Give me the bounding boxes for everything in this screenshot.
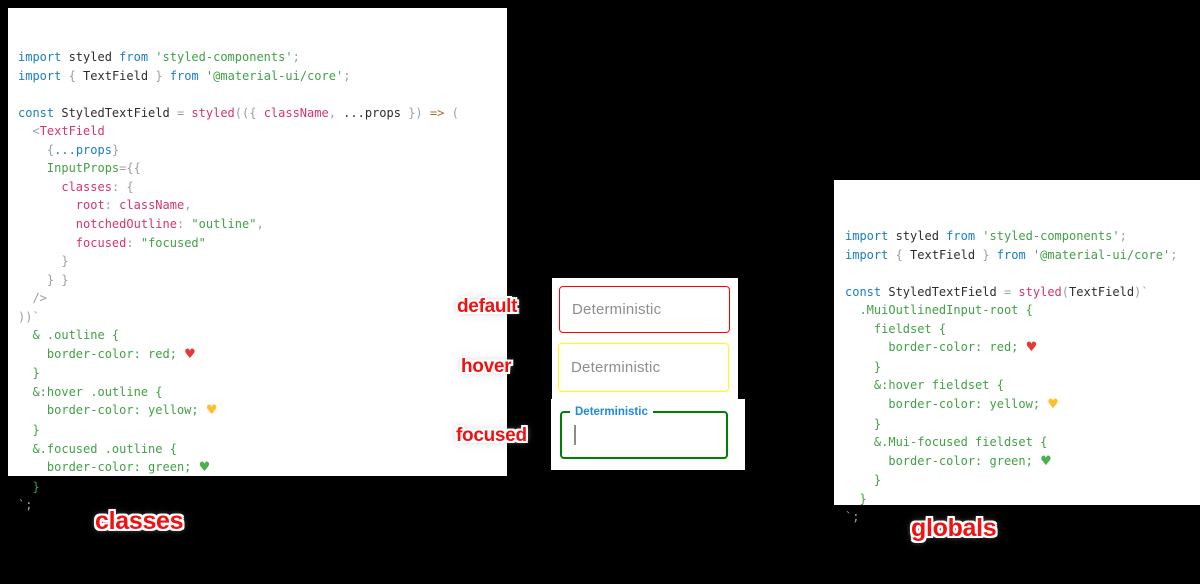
state-label-hover: hover xyxy=(461,356,512,377)
code-line: } xyxy=(18,423,40,438)
code-line: `; xyxy=(845,510,860,525)
code-line: &:hover .outline { xyxy=(18,384,163,399)
code-line: border-color: green; ♥ xyxy=(18,460,211,476)
globals-code-panel: import styled from 'styled-components'; i… xyxy=(834,180,1200,524)
classes-code: import styled from 'styled-components'; i… xyxy=(18,48,507,515)
code-line: focused: "focused" xyxy=(75,235,206,250)
code-line: &.focused .outline { xyxy=(18,441,177,456)
code-line: .MuiOutlinedInput-root { xyxy=(845,303,1033,318)
code-line: fieldset { xyxy=(845,321,947,336)
placeholder-text: Deterministic xyxy=(572,301,662,318)
code-line: import styled from 'styled-components'; xyxy=(845,229,1127,244)
code-line: InputProps={{ xyxy=(46,161,141,176)
textfield-hover[interactable]: Deterministic xyxy=(558,343,729,392)
code-line: border-color: red; ♥ xyxy=(845,340,1038,356)
floating-label: Deterministic xyxy=(570,405,653,419)
code-line: /> xyxy=(18,291,47,306)
code-line: notchedOutline: "outline", xyxy=(75,217,264,232)
code-line: } xyxy=(845,416,882,431)
code-line: } xyxy=(18,366,40,381)
state-label-focused: focused xyxy=(456,425,527,446)
code-line: root: className, xyxy=(75,198,192,213)
code-line: } xyxy=(18,254,69,269)
code-line: border-color: green; ♥ xyxy=(845,453,1052,469)
code-line: const StyledTextField = styled(TextField… xyxy=(845,284,1149,299)
state-label-default: default xyxy=(457,296,518,317)
code-line: border-color: red; ♥ xyxy=(18,346,196,362)
code-line: const StyledTextField = styled(({ classN… xyxy=(18,105,459,120)
classes-code-panel: import styled from 'styled-components'; i… xyxy=(8,8,507,512)
code-line xyxy=(845,264,1200,283)
code-line: import { TextField } from '@material-ui/… xyxy=(845,247,1178,262)
code-line: import { TextField } from '@material-ui/… xyxy=(18,68,351,83)
placeholder-text: Deterministic xyxy=(571,359,661,376)
code-line: &.Mui-focused fieldset { xyxy=(845,435,1048,450)
code-line: } xyxy=(845,491,867,506)
code-line: & .outline { xyxy=(18,328,120,343)
code-line: <TextField xyxy=(32,124,105,139)
code-line: ))` xyxy=(18,309,40,324)
code-line: import styled from 'styled-components'; xyxy=(18,50,300,65)
text-cursor xyxy=(574,425,576,445)
code-line: &:hover fieldset { xyxy=(845,378,1004,393)
textfield-default[interactable]: Deterministic xyxy=(559,286,730,333)
code-line: border-color: yellow; ♥ xyxy=(845,397,1059,413)
code-line: {...props} xyxy=(46,142,120,157)
caption-classes: classes xyxy=(95,507,184,535)
code-line xyxy=(18,85,507,104)
code-line: `; xyxy=(18,498,33,513)
code-line: } } xyxy=(18,272,69,287)
code-line: } xyxy=(845,359,882,374)
textfield-focused[interactable]: Deterministic xyxy=(560,405,728,459)
code-line: } xyxy=(845,473,882,488)
caption-globals: globals xyxy=(911,514,997,542)
code-line: border-color: yellow; ♥ xyxy=(18,403,218,419)
code-line: classes: { xyxy=(61,179,134,194)
globals-code: import styled from 'styled-components'; i… xyxy=(845,227,1200,527)
code-line: } xyxy=(18,479,40,494)
